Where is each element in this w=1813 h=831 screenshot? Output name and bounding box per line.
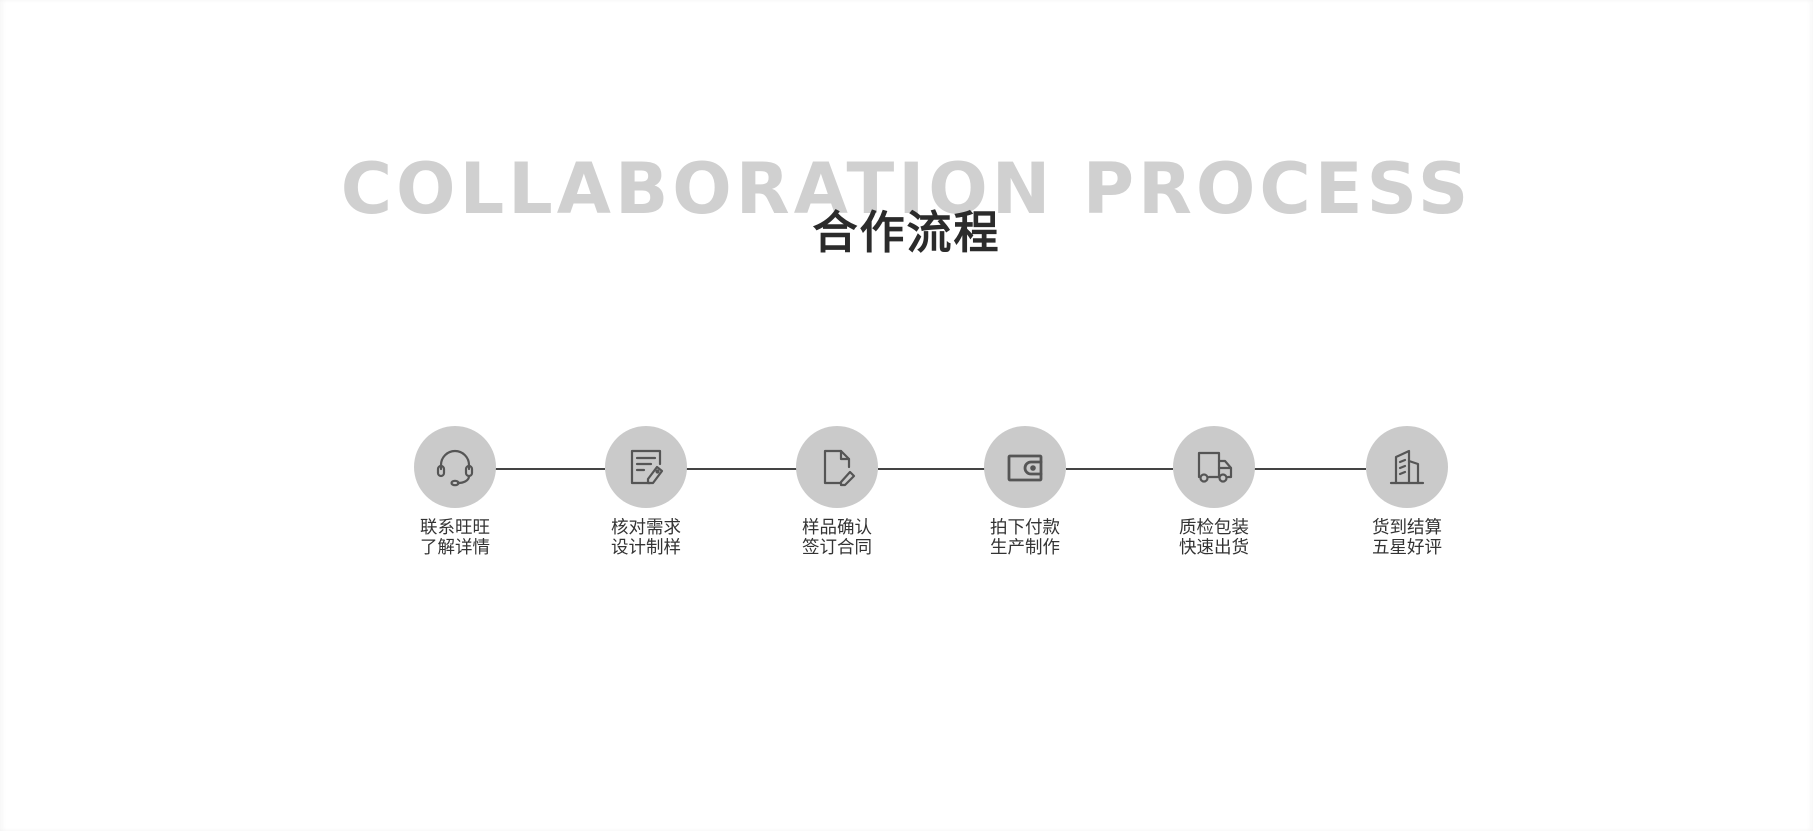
step-icon-circle bbox=[414, 426, 496, 508]
connector-line bbox=[686, 468, 797, 470]
step-label: 样品确认 签订合同 bbox=[782, 518, 892, 558]
step-icon-circle bbox=[605, 426, 687, 508]
connector-line bbox=[1066, 468, 1173, 470]
step-label-line1: 样品确认 bbox=[802, 518, 872, 538]
file-sign-icon bbox=[823, 449, 856, 487]
process-step: 质检包装 快速出货 bbox=[1159, 426, 1269, 566]
step-label-line2: 设计制样 bbox=[611, 538, 681, 558]
process-step: 核对需求 设计制样 bbox=[591, 426, 701, 566]
truck-icon bbox=[1197, 451, 1233, 483]
building-icon bbox=[1389, 449, 1425, 485]
headset-icon bbox=[436, 449, 474, 487]
step-label: 联系旺旺 了解详情 bbox=[400, 518, 510, 558]
step-label: 货到结算 五星好评 bbox=[1352, 518, 1462, 558]
document-edit-icon bbox=[630, 449, 664, 485]
process-step: 拍下付款 生产制作 bbox=[970, 426, 1080, 566]
step-label-line1: 质检包装 bbox=[1179, 518, 1249, 538]
step-icon-circle bbox=[984, 426, 1066, 508]
heading-english: COLLABORATION PROCESS bbox=[340, 148, 1473, 230]
wallet-icon bbox=[1007, 454, 1043, 482]
process-step: 样品确认 签订合同 bbox=[782, 426, 892, 566]
section-heading: COLLABORATION PROCESS 合作流程 bbox=[0, 140, 1813, 260]
step-label: 质检包装 快速出货 bbox=[1159, 518, 1269, 558]
heading-chinese: 合作流程 bbox=[812, 206, 1001, 259]
step-label-line2: 生产制作 bbox=[990, 538, 1060, 558]
step-label-line1: 核对需求 bbox=[611, 518, 681, 538]
step-label-line2: 了解详情 bbox=[420, 538, 490, 558]
step-label-line2: 五星好评 bbox=[1372, 538, 1442, 558]
process-steps: 联系旺旺 了解详情 核对需求 设计制样 bbox=[0, 420, 1813, 570]
process-step: 货到结算 五星好评 bbox=[1352, 426, 1462, 566]
step-label-line2: 快速出货 bbox=[1179, 538, 1249, 558]
step-label-line1: 联系旺旺 bbox=[420, 518, 490, 538]
step-label: 核对需求 设计制样 bbox=[591, 518, 701, 558]
connector-line bbox=[495, 468, 605, 470]
step-label: 拍下付款 生产制作 bbox=[970, 518, 1080, 558]
connector-line bbox=[1254, 468, 1366, 470]
step-label-line1: 拍下付款 bbox=[990, 518, 1060, 538]
step-icon-circle bbox=[1173, 426, 1255, 508]
step-label-line2: 签订合同 bbox=[802, 538, 872, 558]
connector-line bbox=[878, 468, 985, 470]
step-icon-circle bbox=[796, 426, 878, 508]
step-icon-circle bbox=[1366, 426, 1448, 508]
process-step: 联系旺旺 了解详情 bbox=[400, 426, 510, 566]
step-label-line1: 货到结算 bbox=[1372, 518, 1442, 538]
